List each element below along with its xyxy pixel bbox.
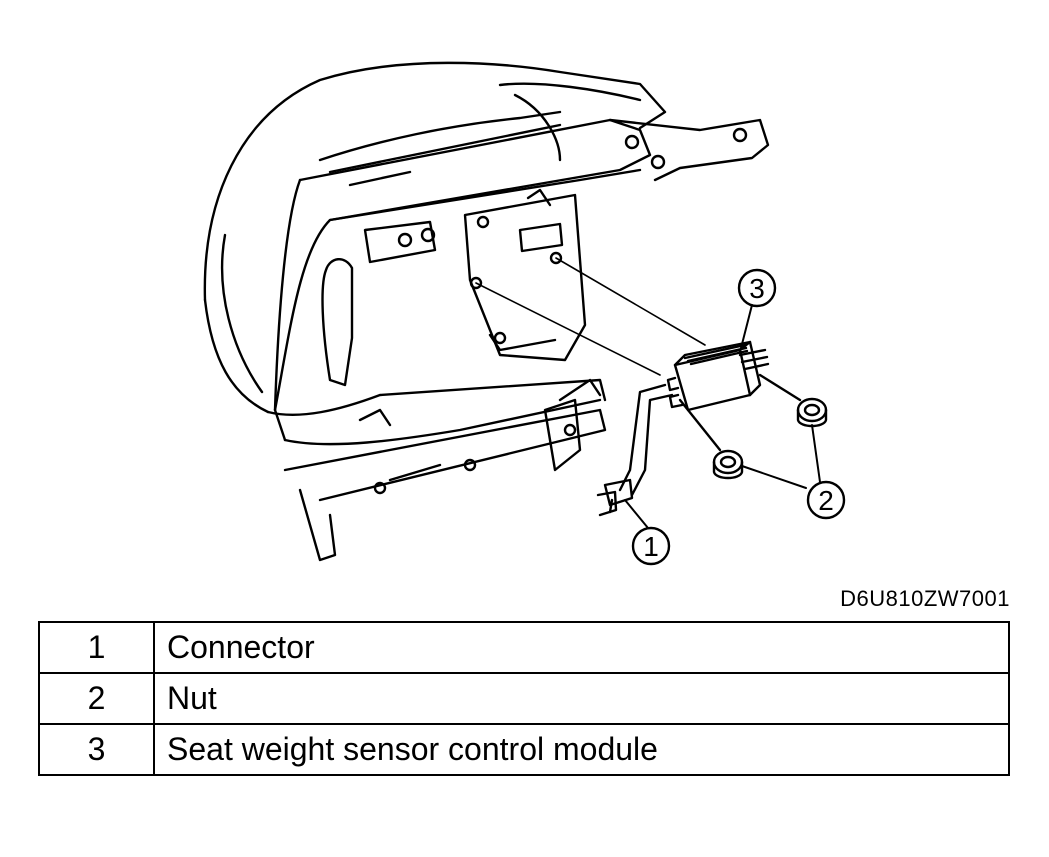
legend-label: Seat weight sensor control module xyxy=(153,723,1010,776)
table-row: 2 Nut xyxy=(38,672,1010,725)
legend-label: Nut xyxy=(153,672,1010,725)
seat-frame xyxy=(273,110,770,442)
seat-cushion xyxy=(203,61,667,414)
figure-code: D6U810ZW7001 xyxy=(840,586,1010,611)
legend-label: Connector xyxy=(153,621,1010,674)
callout-2-label: 2 xyxy=(818,485,834,516)
legend-number: 3 xyxy=(38,723,155,776)
table-row: 1 Connector xyxy=(38,621,1010,674)
callout-leaders xyxy=(624,304,821,529)
control-module xyxy=(666,340,802,452)
seat-rail xyxy=(266,378,607,562)
seat-diagram: 1 2 3 xyxy=(203,61,846,566)
legend-table: 1 Connector 2 Nut 3 Seat weight sensor c… xyxy=(38,621,1010,776)
callout-3 xyxy=(737,268,777,308)
side-support xyxy=(321,220,437,387)
table-row: 3 Seat weight sensor control module xyxy=(38,723,1010,776)
callout-1 xyxy=(631,526,671,566)
nut-upper xyxy=(796,397,828,428)
callout-1-label: 1 xyxy=(643,531,659,562)
legend-number: 2 xyxy=(38,672,155,725)
legend-number: 1 xyxy=(38,621,155,674)
connector xyxy=(596,383,674,517)
callout-3-label: 3 xyxy=(749,273,765,304)
leader-lines xyxy=(475,257,706,376)
mounting-bracket xyxy=(463,188,587,362)
nut-lower xyxy=(712,449,744,480)
callout-2 xyxy=(806,480,846,520)
